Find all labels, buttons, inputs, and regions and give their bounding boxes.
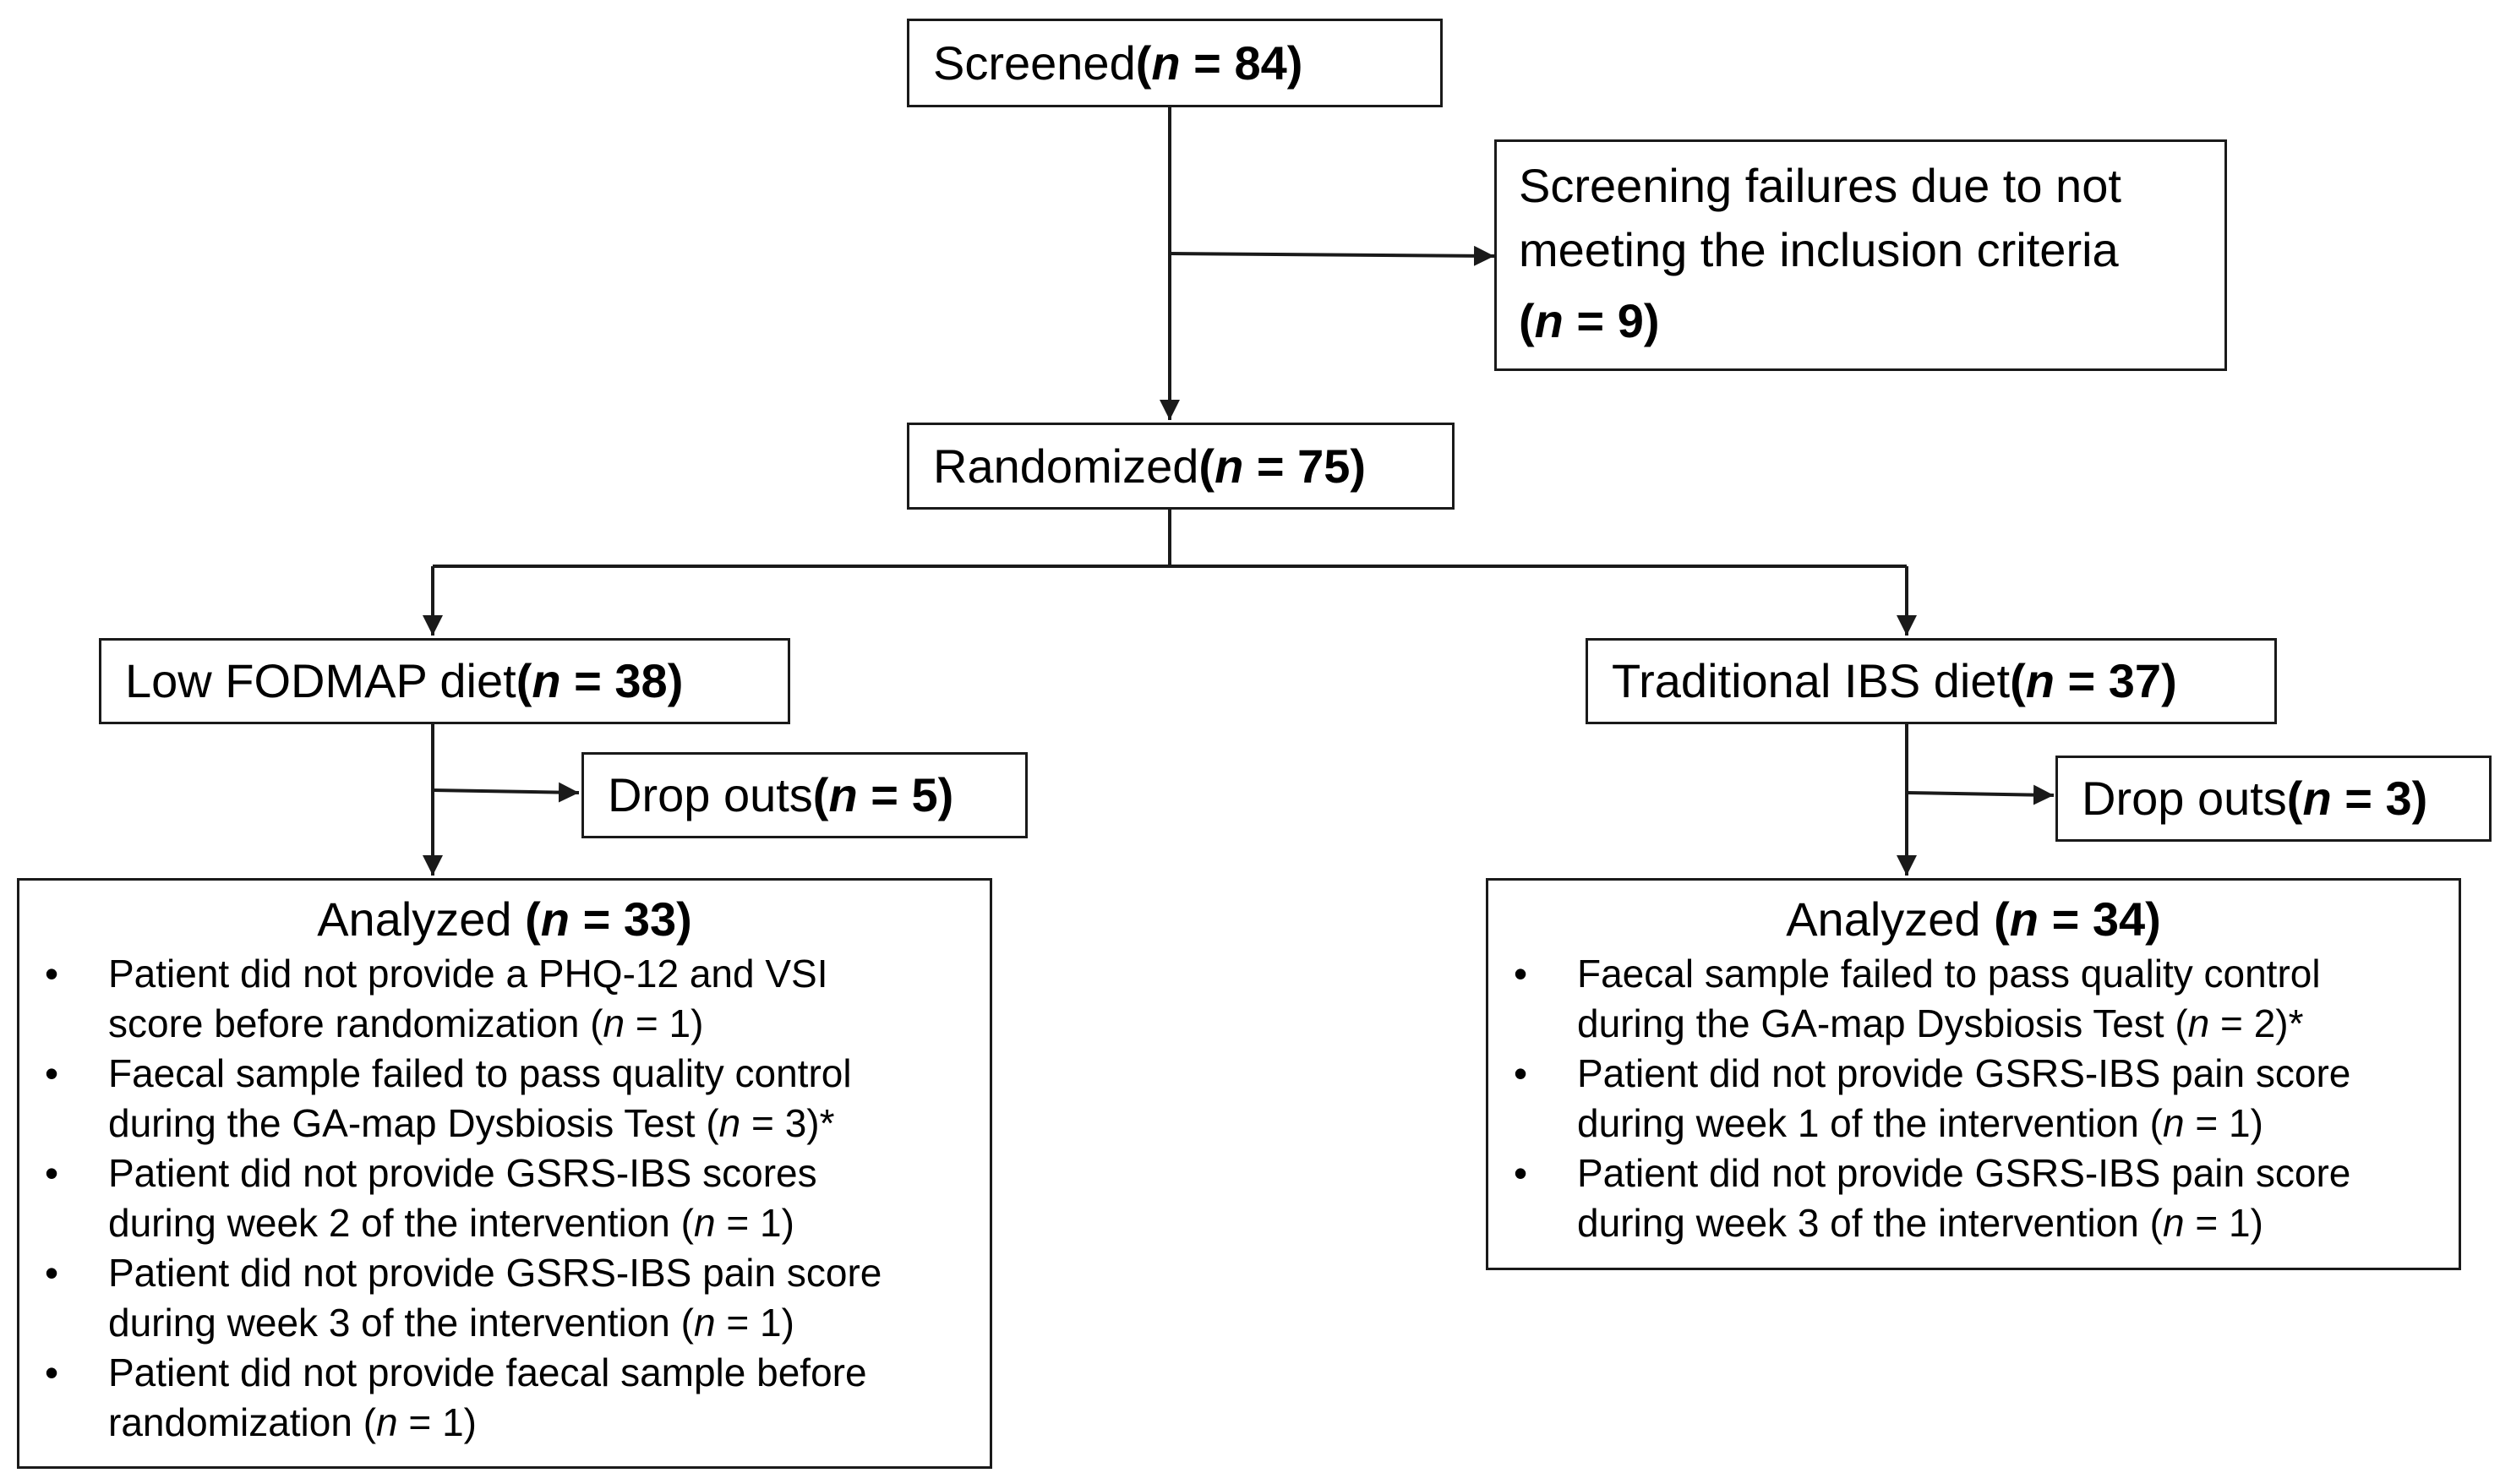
dropouts-right-label: Drop outs [2082, 772, 2287, 826]
arrow-to-dropouts-right [1906, 784, 2055, 805]
screened-label: Screened [933, 35, 1136, 90]
list-item: •Patient did not provide GSRS-IBS pain s… [1514, 1151, 2351, 1246]
arrow-to-screening-failures [1169, 245, 1495, 266]
analyzed-left-box: Analyzed (n = 33) •Patient did not provi… [17, 878, 992, 1469]
screened-box: Screened (n = 84) [907, 19, 1443, 107]
analyzed-right-list: •Faecal sample failed to pass quality co… [1488, 949, 2459, 1248]
screening-failures-box: Screening failures due to not meeting th… [1494, 139, 2227, 371]
dropouts-left-label: Drop outs [608, 768, 813, 822]
screening-failures-line1: Screening failures due to not [1519, 159, 2121, 212]
list-item: •Patient did not provide GSRS-IBS pain s… [1514, 1051, 2351, 1146]
dropouts-left-box: Drop outs (n = 5) [581, 752, 1028, 838]
list-item: •Faecal sample failed to pass quality co… [45, 1051, 852, 1146]
analyzed-left-heading: Analyzed (n = 33) [317, 892, 692, 946]
low-fodmap-count: (n = 38) [516, 654, 684, 708]
analyzed-right-box: Analyzed (n = 34) •Faecal sample failed … [1486, 878, 2461, 1270]
traditional-box: Traditional IBS diet (n = 37) [1586, 638, 2277, 724]
traditional-count: (n = 37) [2010, 654, 2177, 708]
randomized-count: (n = 75) [1198, 439, 1367, 493]
screening-failures-line2: meeting the inclusion criteria [1519, 223, 2119, 276]
traditional-label: Traditional IBS diet [1612, 654, 2011, 708]
list-item: •Patient did not provide GSRS-IBS scores… [45, 1151, 817, 1246]
list-item: •Patient did not provide a PHQ-12 and VS… [45, 952, 828, 1046]
analyzed-left-list: •Patient did not provide a PHQ-12 and VS… [19, 949, 990, 1448]
list-item: •Faecal sample failed to pass quality co… [1514, 952, 2321, 1046]
dropouts-right-box: Drop outs (n = 3) [2055, 756, 2492, 842]
dropouts-right-count: (n = 3) [2286, 772, 2428, 826]
list-item: •Patient did not provide GSRS-IBS pain s… [45, 1251, 882, 1345]
screening-failures-count: (n = 9) [1519, 294, 1660, 347]
low-fodmap-box: Low FODMAP diet (n = 38) [99, 638, 790, 724]
screened-count: (n = 84) [1135, 35, 1303, 90]
dropouts-left-count: (n = 5) [812, 768, 954, 822]
analyzed-right-heading: Analyzed (n = 34) [1786, 892, 2161, 946]
randomized-box: Randomized (n = 75) [907, 423, 1455, 510]
low-fodmap-label: Low FODMAP diet [125, 654, 516, 708]
randomized-label: Randomized [933, 439, 1199, 493]
arrow-to-dropouts-left [432, 782, 580, 803]
list-item: •Patient did not provide faecal sample b… [45, 1350, 867, 1445]
